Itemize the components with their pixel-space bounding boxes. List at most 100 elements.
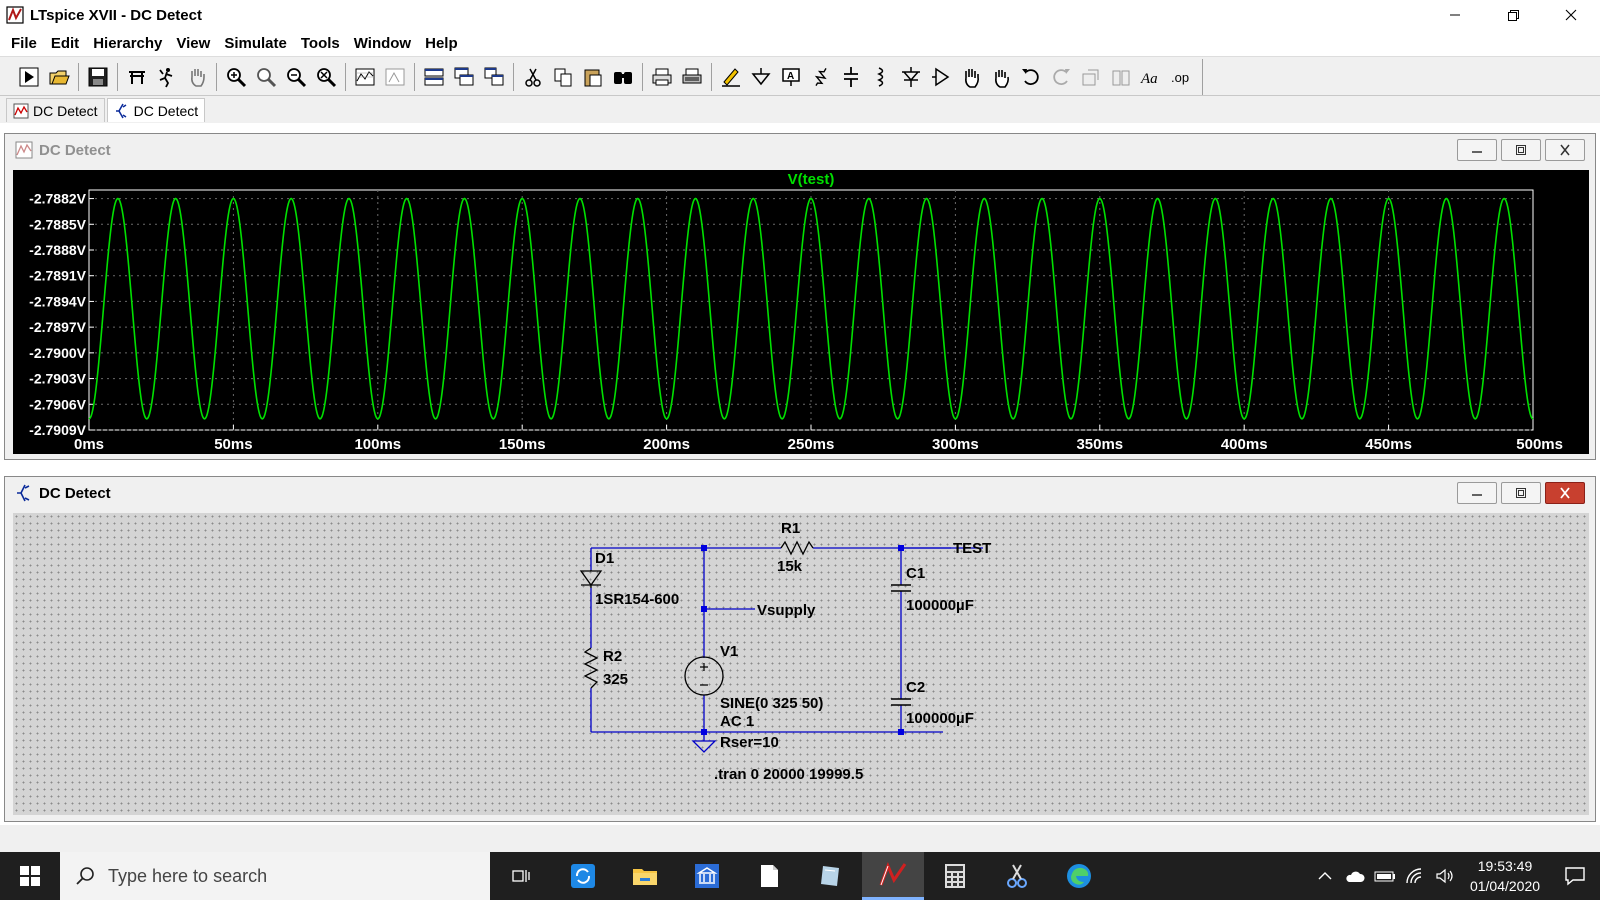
undo-button[interactable] bbox=[1016, 62, 1046, 92]
menu-help[interactable]: Help bbox=[425, 34, 458, 52]
resistor-r1[interactable] bbox=[780, 540, 814, 556]
tray-battery[interactable] bbox=[1370, 852, 1400, 900]
zoom-out-button[interactable] bbox=[281, 62, 311, 92]
taskbar-document-app[interactable] bbox=[738, 852, 800, 900]
tray-volume[interactable] bbox=[1430, 852, 1460, 900]
task-view-button[interactable] bbox=[490, 852, 552, 900]
c1-value-label[interactable]: 100000µF bbox=[906, 597, 974, 614]
r1-name-label[interactable]: R1 bbox=[781, 520, 800, 537]
r2-value-label[interactable]: 325 bbox=[603, 671, 628, 688]
capacitor-button[interactable] bbox=[836, 62, 866, 92]
print-setup-button[interactable] bbox=[677, 62, 707, 92]
paste-button[interactable] bbox=[578, 62, 608, 92]
net-label-test[interactable]: TEST bbox=[953, 540, 991, 557]
draw-wire-button[interactable] bbox=[716, 62, 746, 92]
autorange-button[interactable] bbox=[350, 62, 380, 92]
taskbar-notes-app[interactable] bbox=[800, 852, 862, 900]
zoom-cancel-button[interactable] bbox=[311, 62, 341, 92]
print-button[interactable] bbox=[647, 62, 677, 92]
waveform-maximize-button[interactable] bbox=[1501, 139, 1541, 161]
d1-value-label[interactable]: 1SR154-600 bbox=[595, 591, 679, 608]
r1-value-label[interactable]: 15k bbox=[777, 558, 803, 575]
tab-waveform[interactable]: DC Detect bbox=[6, 98, 105, 122]
menu-view[interactable]: View bbox=[176, 34, 211, 52]
action-center-button[interactable] bbox=[1550, 866, 1600, 886]
spice-directive-button[interactable]: .op bbox=[1166, 62, 1196, 92]
diode-button[interactable] bbox=[896, 62, 926, 92]
zoom-in-button[interactable] bbox=[221, 62, 251, 92]
schematic-maximize-button[interactable] bbox=[1501, 482, 1541, 504]
tile-vertical-button[interactable] bbox=[479, 62, 509, 92]
tile-horizontal-button[interactable] bbox=[419, 62, 449, 92]
menu-simulate[interactable]: Simulate bbox=[224, 34, 287, 52]
copy-button[interactable] bbox=[548, 62, 578, 92]
taskbar-bank-app[interactable] bbox=[676, 852, 738, 900]
v1-ac-label[interactable]: AC 1 bbox=[720, 713, 754, 730]
redo-button[interactable] bbox=[1046, 62, 1076, 92]
ground-symbol[interactable] bbox=[691, 740, 717, 753]
run-button[interactable] bbox=[14, 62, 44, 92]
close-button[interactable] bbox=[1542, 0, 1600, 30]
move-button[interactable] bbox=[956, 62, 986, 92]
c2-name-label[interactable]: C2 bbox=[906, 679, 925, 696]
tray-onedrive[interactable] bbox=[1340, 852, 1370, 900]
halt-button[interactable] bbox=[152, 62, 182, 92]
control-panel-button[interactable] bbox=[122, 62, 152, 92]
menu-edit[interactable]: Edit bbox=[50, 34, 80, 52]
menu-tools[interactable]: Tools bbox=[300, 34, 340, 52]
net-label-vsupply[interactable]: Vsupply bbox=[757, 602, 816, 619]
save-button[interactable] bbox=[83, 62, 113, 92]
taskbar-edge[interactable] bbox=[1048, 852, 1110, 900]
r2-name-label[interactable]: R2 bbox=[603, 648, 622, 665]
voltage-source-v1[interactable] bbox=[684, 656, 724, 696]
taskbar-search[interactable]: Type here to search bbox=[60, 852, 490, 900]
d1-name-label[interactable]: D1 bbox=[595, 550, 614, 567]
taskbar-calculator[interactable] bbox=[924, 852, 986, 900]
rotate-button[interactable] bbox=[1076, 62, 1106, 92]
menu-window[interactable]: Window bbox=[353, 34, 412, 52]
inductor-button[interactable] bbox=[866, 62, 896, 92]
taskbar-sync-app[interactable] bbox=[552, 852, 614, 900]
resistor-button[interactable] bbox=[806, 62, 836, 92]
v1-rser-label[interactable]: Rser=10 bbox=[720, 734, 779, 751]
label-net-button[interactable]: A bbox=[776, 62, 806, 92]
component-button[interactable] bbox=[926, 62, 956, 92]
zoom-area-button[interactable] bbox=[251, 62, 281, 92]
minimize-button[interactable] bbox=[1426, 0, 1484, 30]
cut-button[interactable] bbox=[518, 62, 548, 92]
pan-button[interactable] bbox=[182, 62, 212, 92]
text-button[interactable]: Aa bbox=[1136, 62, 1166, 92]
v1-value-label[interactable]: SINE(0 325 50) bbox=[720, 695, 823, 712]
waveform-close-button[interactable] bbox=[1545, 139, 1585, 161]
ground-button[interactable] bbox=[746, 62, 776, 92]
start-button[interactable] bbox=[0, 852, 60, 900]
waveform-minimize-button[interactable] bbox=[1457, 139, 1497, 161]
capacitor-c1[interactable] bbox=[891, 584, 911, 592]
taskbar-clock[interactable]: 19:53:49 01/04/2020 bbox=[1460, 856, 1550, 896]
diode-d1[interactable] bbox=[579, 570, 603, 588]
taskbar-ltspice[interactable] bbox=[862, 852, 924, 900]
taskbar-snipping-tool[interactable] bbox=[986, 852, 1048, 900]
schematic-window-titlebar[interactable]: DC Detect bbox=[5, 477, 1595, 509]
schematic-canvas[interactable]: D1 1SR154-600 R1 15k R2 325 C1 100000µF … bbox=[13, 513, 1589, 815]
tray-wifi[interactable] bbox=[1400, 852, 1430, 900]
c1-name-label[interactable]: C1 bbox=[906, 565, 925, 582]
capacitor-c2[interactable] bbox=[891, 698, 911, 706]
drag-button[interactable] bbox=[986, 62, 1016, 92]
open-button[interactable] bbox=[44, 62, 74, 92]
taskbar-file-explorer[interactable] bbox=[614, 852, 676, 900]
maximize-button[interactable] bbox=[1484, 0, 1542, 30]
find-button[interactable] bbox=[608, 62, 638, 92]
tray-overflow-button[interactable] bbox=[1310, 852, 1340, 900]
cascade-button[interactable] bbox=[449, 62, 479, 92]
schematic-close-button[interactable] bbox=[1545, 482, 1585, 504]
c2-value-label[interactable]: 100000µF bbox=[906, 710, 974, 727]
mirror-button[interactable] bbox=[1106, 62, 1136, 92]
spice-directive[interactable]: .tran 0 20000 19999.5 bbox=[714, 766, 863, 783]
mark-button[interactable] bbox=[380, 62, 410, 92]
menu-file[interactable]: File bbox=[11, 34, 37, 52]
v1-name-label[interactable]: V1 bbox=[720, 643, 738, 660]
tab-schematic[interactable]: DC Detect bbox=[106, 98, 206, 122]
schematic-minimize-button[interactable] bbox=[1457, 482, 1497, 504]
